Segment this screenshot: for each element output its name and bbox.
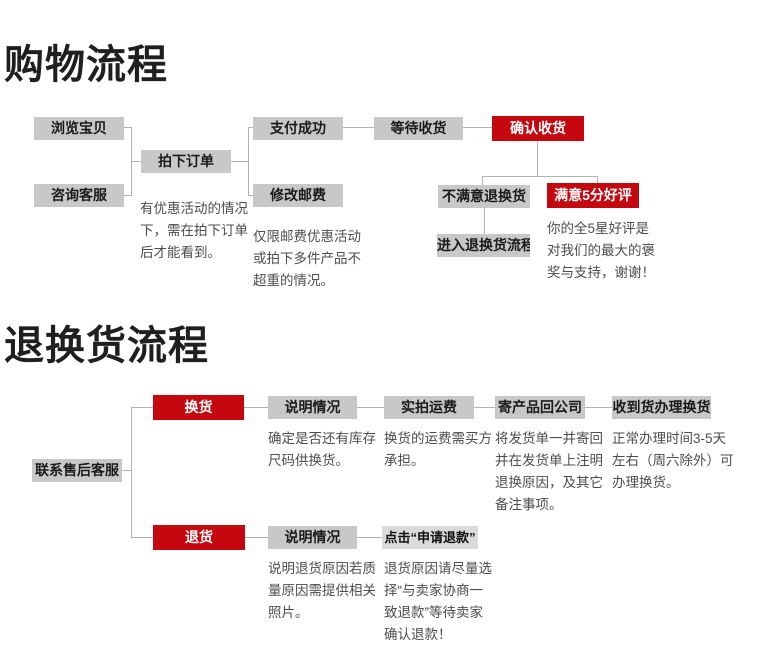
- return-flow-title: 退换货流程: [4, 324, 209, 368]
- node-payment-success: 支付成功: [253, 117, 343, 140]
- connector: [248, 127, 249, 196]
- node-contact-aftersales: 联系售后客服: [32, 459, 122, 482]
- note-order: 有优惠活动的情况 下，需在拍下订单 后才能看到。: [140, 201, 248, 260]
- node-enter-return-process: 进入退换货流程: [437, 234, 530, 257]
- node-explain-return: 说明情况: [268, 526, 357, 549]
- node-receive-process-exchange: 收到货办理换货: [612, 396, 711, 419]
- node-unsatisfied-return: 不满意退换货: [438, 185, 530, 208]
- note-shipping: 换货的运费需买方 承担。: [384, 431, 492, 468]
- node-actual-shipping-fee: 实拍运费: [384, 396, 474, 419]
- connector: [357, 407, 384, 408]
- connector: [537, 142, 538, 177]
- connector: [248, 195, 256, 196]
- node-confirm-receipt: 确认收货: [492, 116, 584, 141]
- node-wait-delivery: 等待收货: [374, 117, 463, 140]
- connector: [357, 537, 383, 538]
- connector: [231, 161, 248, 162]
- note-explain-return: 说明退货原因若质 量原因需提供相关 照片。: [268, 561, 376, 620]
- node-consult-service: 咨询客服: [34, 184, 124, 207]
- connector: [131, 407, 132, 538]
- node-explain-exchange: 说明情况: [268, 396, 357, 419]
- note-send-back: 将发货单一并寄回 并在发货单上注明 退换原因，及其它 备注事项。: [495, 431, 603, 512]
- connector: [244, 407, 268, 408]
- connector: [474, 407, 495, 408]
- node-satisfied-review: 满意5分好评: [547, 183, 639, 208]
- connector: [131, 407, 153, 408]
- node-click-apply-refund: 点击“申请退款”: [382, 526, 478, 549]
- node-modify-postage: 修改邮费: [253, 184, 343, 207]
- connector: [131, 161, 141, 162]
- connector: [463, 127, 492, 128]
- node-exchange: 换货: [153, 395, 244, 420]
- connector: [482, 176, 483, 186]
- connector: [124, 195, 132, 196]
- connector: [122, 470, 132, 471]
- note-explain-exchange: 确定是否还有库存 尺码供换货。: [268, 431, 376, 468]
- connector: [585, 407, 612, 408]
- connector: [343, 127, 374, 128]
- connector: [248, 127, 256, 128]
- connector: [244, 537, 268, 538]
- connector: [124, 127, 132, 128]
- note-postage: 仅限邮费优惠活动 或拍下多件产品不 超重的情况。: [253, 229, 361, 288]
- note-receive: 正常办理时间3-5天 左右（周六除外）可 办理换货。: [612, 431, 734, 490]
- connector: [597, 176, 598, 184]
- note-review: 你的全5星好评是 对我们的最大的褒 奖与支持，谢谢！: [547, 221, 655, 280]
- shopping-flow-title: 购物流程: [4, 43, 168, 87]
- node-send-product-back: 寄产品回公司: [495, 396, 585, 419]
- connector: [484, 207, 485, 234]
- connector: [131, 537, 153, 538]
- note-click-refund: 退货原因请尽量选 择“与卖家协商一 致退款”等待卖家 确认退款！: [384, 561, 492, 642]
- node-return-goods: 退货: [153, 525, 245, 550]
- node-place-order: 拍下订单: [141, 150, 231, 173]
- node-browse-items: 浏览宝贝: [34, 117, 124, 140]
- connector: [482, 176, 598, 177]
